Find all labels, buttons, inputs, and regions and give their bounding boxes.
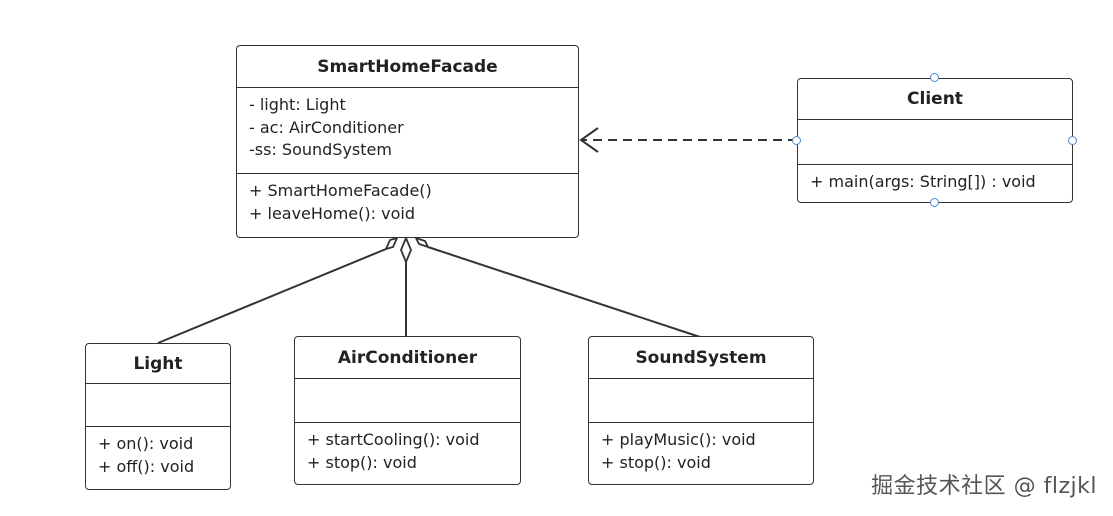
methods-section: + on(): void + off(): void <box>86 427 230 484</box>
selection-handle-bottom[interactable] <box>930 198 939 207</box>
class-client[interactable]: Client + main(args: String[]) : void <box>797 78 1073 203</box>
class-name: SoundSystem <box>589 337 813 379</box>
attributes-section: - light: Light - ac: AirConditioner -ss:… <box>237 88 578 174</box>
selection-handle-left[interactable] <box>792 136 801 145</box>
class-air-conditioner[interactable]: AirConditioner + startCooling(): void + … <box>294 336 521 485</box>
method: + on(): void <box>98 434 194 453</box>
attributes-section <box>589 379 813 423</box>
class-sound-system[interactable]: SoundSystem + playMusic(): void + stop()… <box>588 336 814 485</box>
methods-section: + startCooling(): void + stop(): void <box>295 423 520 480</box>
aggregation-diamond-light <box>384 236 399 251</box>
method: + playMusic(): void <box>601 430 756 449</box>
attributes-section <box>86 384 230 427</box>
method: + main(args: String[]) : void <box>810 172 1036 191</box>
method: + stop(): void <box>601 452 711 472</box>
class-name: SmartHomeFacade <box>237 46 578 88</box>
attribute: - ac: AirConditioner <box>249 117 404 137</box>
aggregation-line-light <box>157 248 387 344</box>
attribute: - light: Light <box>249 95 346 114</box>
methods-section: + playMusic(): void + stop(): void <box>589 423 813 480</box>
method: + off(): void <box>98 456 195 476</box>
attributes-section <box>295 379 520 423</box>
class-light[interactable]: Light + on(): void + off(): void <box>85 343 231 490</box>
class-name: AirConditioner <box>295 337 520 379</box>
attribute: -ss: SoundSystem <box>249 140 392 159</box>
method: + stop(): void <box>307 452 417 472</box>
aggregation-line-sound-system <box>427 246 701 338</box>
class-name: Client <box>798 79 1072 120</box>
dependency-arrowhead <box>579 127 599 153</box>
attributes-section <box>798 120 1072 165</box>
aggregation-diamond-air-conditioner <box>400 235 412 265</box>
class-smart-home-facade[interactable]: SmartHomeFacade - light: Light - ac: Air… <box>236 45 579 238</box>
class-name: Light <box>86 344 230 384</box>
method: + startCooling(): void <box>307 430 480 449</box>
selection-handle-right[interactable] <box>1068 136 1077 145</box>
watermark: 掘金技术社区 @ flzjkl <box>871 474 1097 499</box>
methods-section: + main(args: String[]) : void <box>798 165 1072 200</box>
methods-section: + SmartHomeFacade() + leaveHome(): void <box>237 174 578 231</box>
method: + leaveHome(): void <box>249 203 415 223</box>
aggregation-diamond-sound-system <box>414 236 430 249</box>
method: + SmartHomeFacade() <box>249 181 432 200</box>
selection-handle-top[interactable] <box>930 73 939 82</box>
